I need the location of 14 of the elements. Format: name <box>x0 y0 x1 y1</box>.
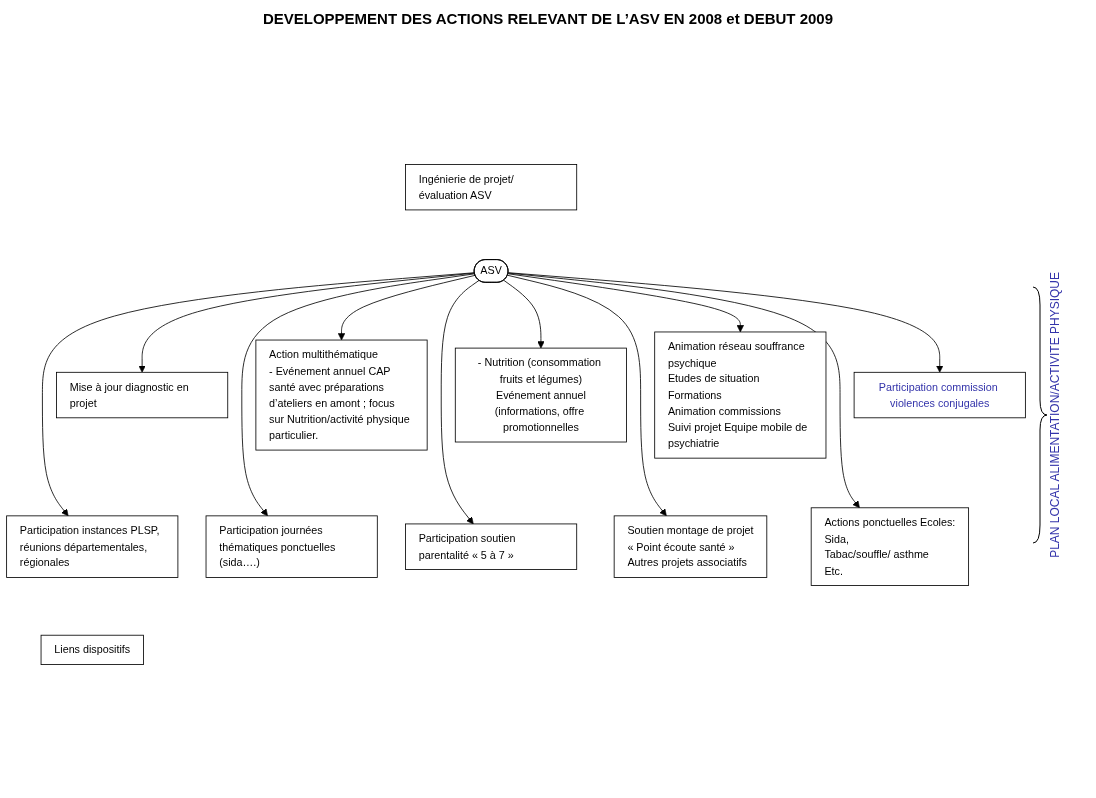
diagram-title: DEVELOPPEMENT DES ACTIONS RELEVANT DE L’ASV EN 2008 et DEBUT 2009 <box>262 10 834 27</box>
node-box: Ingénierie de projet/évaluation ASV <box>405 164 578 211</box>
node-box: Animation réseau souffrance psychique Etudes de situation Formations Animation commissions Suivi projet Equipe mobile de psychiatrie <box>654 331 827 459</box>
node-box: Participation commission violences conjugales <box>853 371 1026 419</box>
node-box: Liens dispositifs <box>40 634 144 665</box>
node-box: Mise à jour diagnostic en projet <box>56 371 229 419</box>
node-box: Participation instances PLSP, réunions départementales, régionales <box>6 515 179 578</box>
node-box: Participation soutien parentalité « 5 à 7 » <box>405 523 578 570</box>
node-box: Soutien montage de projet « Point écoute santé » Autres projets associatifs <box>613 515 768 578</box>
node-box: Actions ponctuelles Ecoles: Sida, Tabac/souffle/ asthme Etc. <box>810 507 970 586</box>
node-box: - Nutrition (consommation fruits et légumes) Evénement annuel (informations, offre promotionnelles <box>454 347 627 443</box>
node-box: Action multithématique - Evénement annuel CAP santé avec préparations d’ateliers en amont ; focus sur Nutrition/activité physique particulier. <box>255 339 428 451</box>
node-box: Participation journées thématiques ponctuelles (sida….) <box>205 515 378 578</box>
side-note: PLAN LOCAL ALIMENTATION/ACTIVITE PHYSIQUE <box>1048 271 1063 558</box>
